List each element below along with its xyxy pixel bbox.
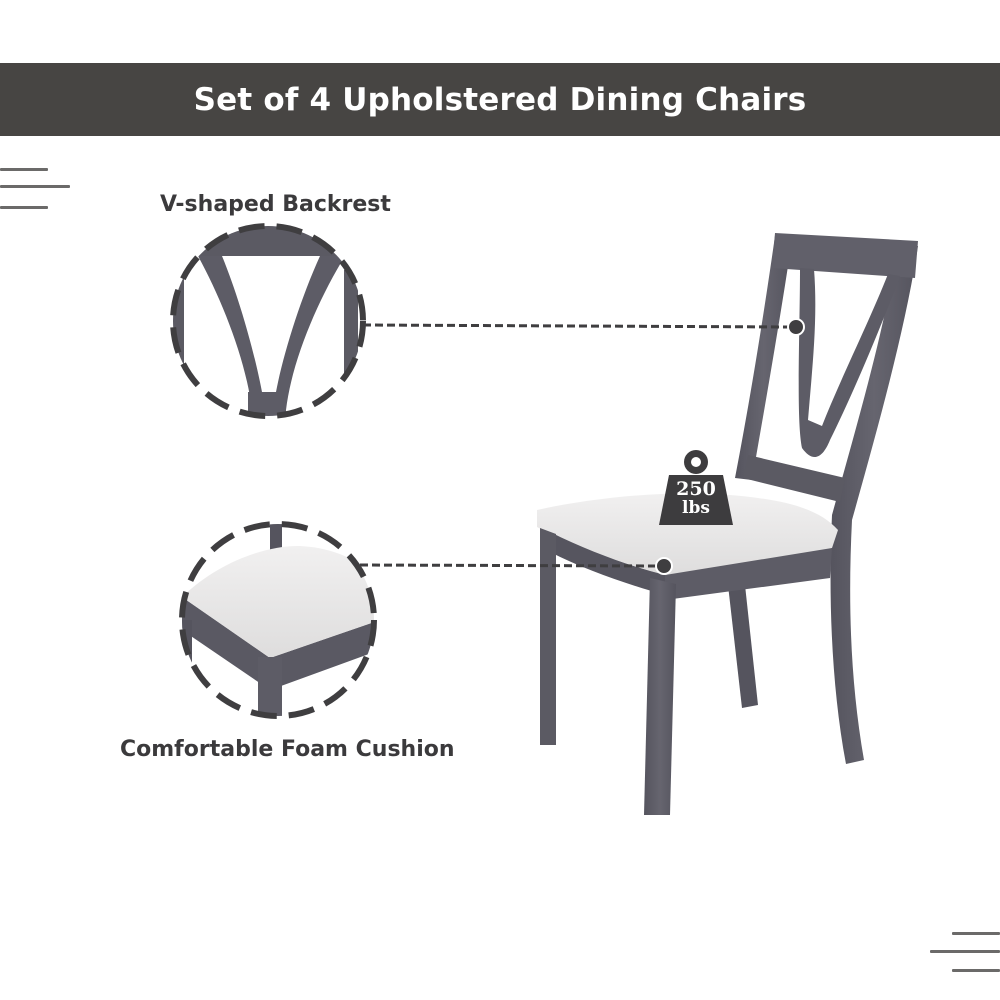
- header-banner: Set of 4 Upholstered Dining Chairs: [0, 63, 1000, 136]
- callout-backrest: [362, 318, 805, 336]
- page-title: Set of 4 Upholstered Dining Chairs: [193, 81, 807, 118]
- chair-image: [537, 233, 918, 815]
- decor-line: [0, 206, 48, 209]
- v-backrest-detail-icon: [170, 223, 366, 419]
- weight-unit: lbs: [682, 498, 710, 518]
- decor-line: [0, 185, 70, 188]
- cushion-detail-icon: [179, 521, 377, 719]
- decor-line: [952, 969, 1000, 972]
- callout-cushion: [359, 557, 673, 575]
- weight-capacity-badge: 250 lbs: [657, 447, 735, 527]
- weight-icon: [659, 450, 733, 525]
- decor-line: [952, 932, 1000, 935]
- feature-label-backrest: V-shaped Backrest: [160, 192, 391, 217]
- weight-value: 250: [676, 478, 716, 500]
- feature-label-cushion: Comfortable Foam Cushion: [120, 737, 455, 762]
- decor-line: [0, 168, 48, 171]
- decor-line: [930, 950, 1000, 953]
